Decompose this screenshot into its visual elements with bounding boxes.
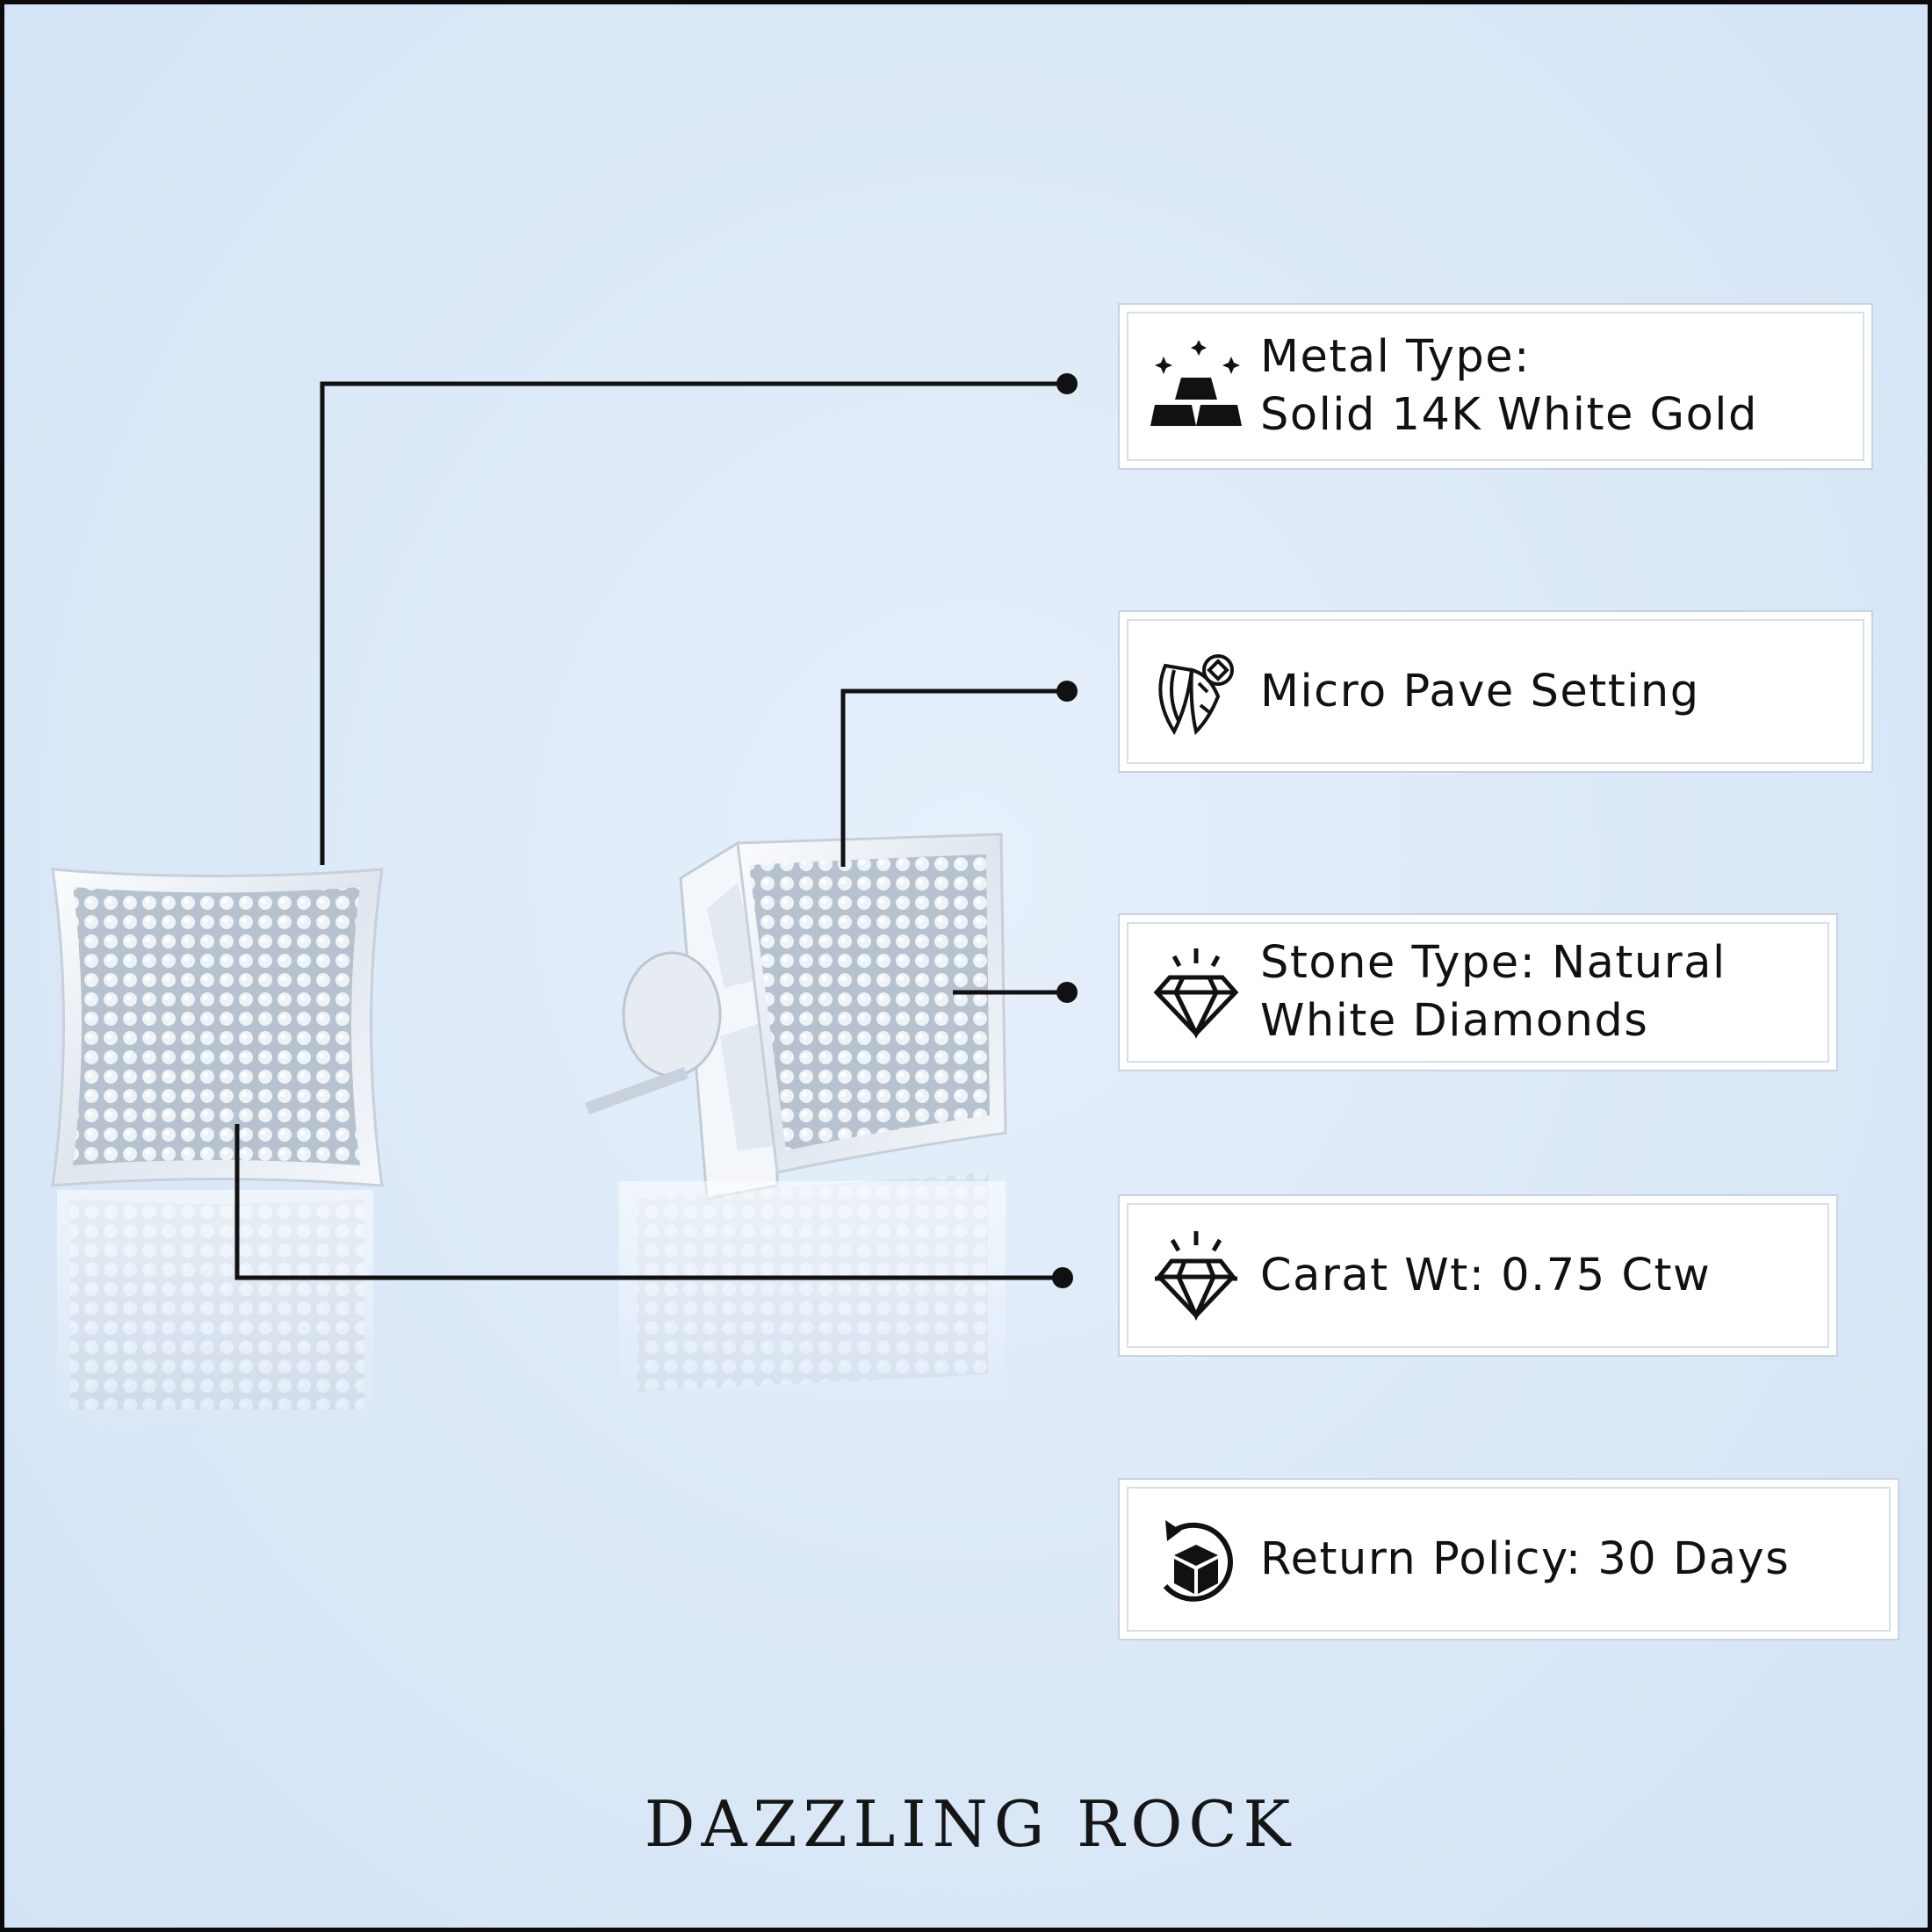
feature-card-carat: Carat Wt: 0.75 Ctw	[1127, 1203, 1829, 1348]
metal-type-value: Solid 14K White Gold	[1260, 389, 1758, 441]
return-policy-label: Return Policy: 30 Days	[1260, 1532, 1791, 1585]
feature-card-stone: Stone Type: Natural White Diamonds	[1127, 922, 1829, 1063]
feature-card-return: Return Policy: 30 Days	[1127, 1487, 1891, 1632]
diamond-sparkle-icon	[1155, 1230, 1237, 1321]
right-earring	[585, 833, 1007, 1409]
carat-weight-label: Carat Wt: 0.75 Ctw	[1260, 1249, 1712, 1301]
metal-type-label: Metal Type:	[1260, 331, 1531, 383]
feature-card-metal: Metal Type: Solid 14K White Gold	[1127, 312, 1864, 461]
brand-logo: DAZZLING ROCK	[644, 1787, 1297, 1861]
stone-type-label: Stone Type: Natural	[1260, 937, 1727, 989]
gold-bars-icon	[1150, 340, 1242, 426]
feature-card-setting: Micro Pave Setting	[1127, 619, 1864, 764]
return-box-icon	[1163, 1519, 1233, 1602]
left-earring	[51, 868, 384, 1436]
pave-setting-icon	[1158, 653, 1234, 735]
setting-label: Micro Pave Setting	[1260, 665, 1700, 717]
stone-type-value: White Diamonds	[1260, 995, 1649, 1047]
diamond-icon	[1153, 948, 1239, 1039]
